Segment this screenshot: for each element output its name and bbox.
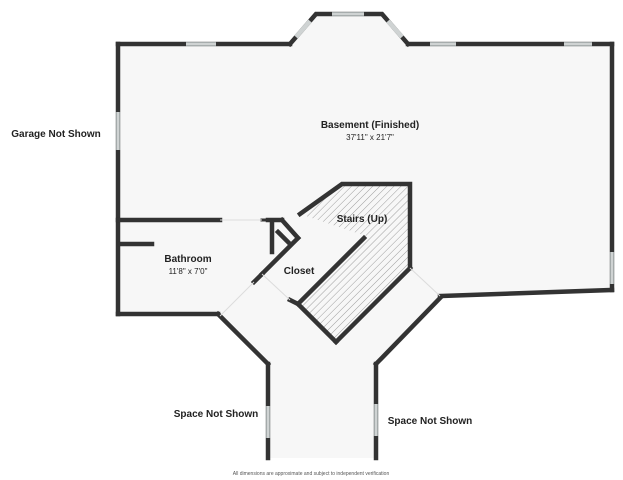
basement-dimensions: 37'11" x 21'7" [346, 133, 394, 142]
door-openings [219, 219, 441, 317]
interior-walls [115, 181, 414, 346]
disclaimer-text: All dimensions are approximate and subje… [233, 471, 390, 477]
windows [115, 11, 615, 438]
stairs-hatch [300, 184, 410, 342]
stairs-label: Stairs (Up) [337, 214, 388, 225]
bathroom-dimensions: 11'8" x 7'0" [169, 267, 208, 276]
basement-label: Basement (Finished) [321, 120, 419, 131]
space-not-shown-right-label: Space Not Shown [388, 416, 472, 427]
bathroom-label: Bathroom [164, 254, 211, 265]
exterior-walls [115, 11, 615, 461]
closet-label: Closet [284, 266, 315, 277]
garage-not-shown-label: Garage Not Shown [11, 129, 100, 140]
space-not-shown-left-label: Space Not Shown [174, 409, 258, 420]
